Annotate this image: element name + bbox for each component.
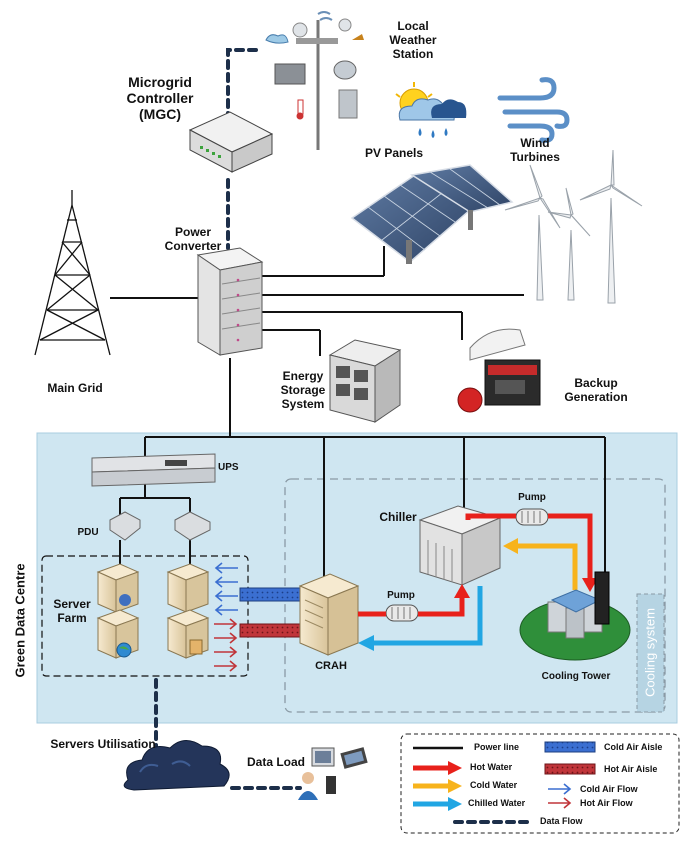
hot-air-aisle <box>239 623 303 638</box>
mgc-device <box>188 111 274 173</box>
pdu-right <box>174 511 211 541</box>
cooling-system-tab <box>636 593 665 713</box>
crah-label: CRAH <box>315 660 347 672</box>
pump-top-label: Pump <box>518 492 546 503</box>
legend-data-flow: Data Flow <box>540 816 583 826</box>
backup-label: Backup Generation <box>564 376 628 404</box>
pv-panels <box>350 164 514 264</box>
crah-unit <box>298 573 360 656</box>
wind-turbines <box>504 149 643 304</box>
legend-hot-flow-swatch <box>548 797 572 809</box>
cloud-icon <box>123 740 230 791</box>
pump-top <box>515 508 549 526</box>
legend-cold-flow-swatch <box>548 783 572 795</box>
power-converter <box>196 247 264 356</box>
legend-cold-water-head <box>448 779 462 793</box>
ups-label: UPS <box>218 462 239 473</box>
pump-bottom-label: Pump <box>387 590 415 601</box>
servers <box>96 563 210 659</box>
wind-label: Wind Turbines <box>510 136 560 164</box>
wind-icon <box>497 77 570 143</box>
server-farm-boundary <box>41 555 249 677</box>
legend-cold-water: Cold Water <box>470 780 518 790</box>
cooling-tower <box>519 571 631 661</box>
sun-cloud-rain-icon <box>395 82 467 138</box>
backup-generator <box>457 328 541 413</box>
cooling-tower-label: Cooling Tower <box>541 671 611 682</box>
hot-water-arrowhead-2 <box>582 578 598 592</box>
main-grid-tower <box>34 190 111 356</box>
hot-water-pipes <box>358 513 593 617</box>
servers-util-label: Servers Utilisation <box>50 737 156 751</box>
pv-label: PV Panels <box>364 146 424 160</box>
legend-hot-water: Hot Water <box>470 762 513 772</box>
converter-label: Power Converter <box>164 225 222 253</box>
legend-hot-water-head <box>448 761 462 775</box>
data-load-devices <box>298 747 368 800</box>
legend-box <box>400 733 680 834</box>
legend-power-line: Power line <box>474 742 520 752</box>
ups-device <box>91 453 216 487</box>
cooling-system-label: Cooling system <box>642 608 658 697</box>
pdu-left <box>109 511 141 541</box>
legend-hot-aisle-swatch <box>544 763 596 775</box>
legend-chilled-water-head <box>448 797 462 811</box>
pdu-label: PDU <box>77 527 99 538</box>
cold-air-aisle <box>239 587 303 602</box>
mgc-label: Microgrid Controller (MGC) <box>126 74 194 123</box>
legend-cold-aisle-swatch <box>544 741 596 753</box>
legend-cold-flow: Cold Air Flow <box>580 784 638 794</box>
weather-station <box>265 11 364 150</box>
cold-water-pipe <box>516 543 578 590</box>
legend-hot-flow: Hot Air Flow <box>580 798 633 808</box>
chilled-water-arrowhead <box>358 635 374 651</box>
data-load-label: Data Load <box>246 755 305 769</box>
energy-storage-system <box>328 339 402 423</box>
legend-cold-aisle: Cold Air Aisle <box>604 742 663 752</box>
chilled-water-pipe <box>372 586 483 646</box>
weather-label: Local Weather Station <box>389 19 437 61</box>
pump-bottom <box>385 604 419 622</box>
cold-water-arrowhead <box>503 538 518 554</box>
power-lines <box>110 246 606 580</box>
green-dc-label: Green Data Centre <box>12 563 28 678</box>
hot-air-flow-arrows <box>214 618 238 672</box>
legend-hot-aisle: Hot Air Aisle <box>604 764 658 774</box>
chiller-label: Chiller <box>379 510 417 524</box>
cold-air-flow-arrows <box>214 562 238 616</box>
main-grid-label: Main Grid <box>47 381 103 395</box>
legend-chilled-water: Chilled Water <box>468 798 526 808</box>
hot-water-arrowhead-1 <box>454 584 470 598</box>
ess-label: Energy Storage System <box>280 369 326 411</box>
server-farm-label: Server Farm <box>53 597 91 625</box>
